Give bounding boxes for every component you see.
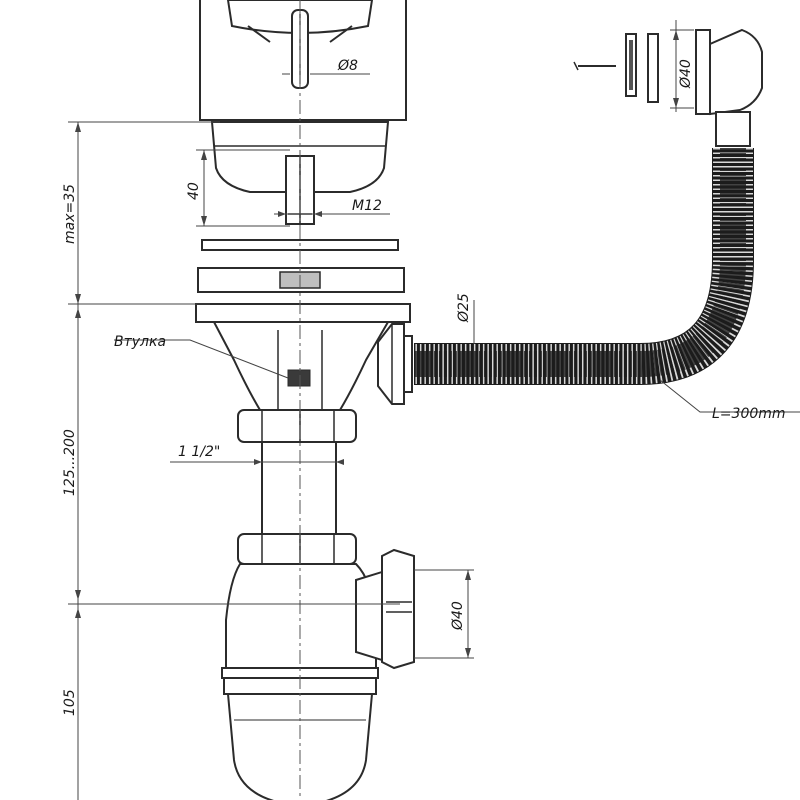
dimension-105 [75, 604, 81, 800]
label-thread: 1 1/2" [178, 444, 220, 460]
label-125-200: 125...200 [62, 429, 78, 496]
corrugated-hose [414, 148, 754, 385]
dimension-side-d40 [414, 569, 474, 659]
vertical-pipe [261, 441, 337, 537]
label-dim-40: 40 [186, 182, 202, 200]
label-l300: L=300mm [712, 406, 786, 422]
bottle-trap [221, 548, 415, 800]
label-d40-side: Ø40 [450, 601, 466, 631]
dimension-thread [170, 459, 344, 465]
label-max35: max=35 [62, 184, 78, 244]
label-m12: M12 [352, 198, 382, 214]
drain-housing [195, 303, 413, 411]
l300-leader [659, 379, 800, 413]
dimension-top-d40 [670, 20, 694, 112]
label-vtulka: Втулка [114, 334, 166, 350]
lower-union-nut [237, 533, 357, 565]
vtulka-leader [114, 339, 289, 379]
label-105: 105 [62, 689, 78, 716]
dimension-max35 [68, 121, 220, 305]
dimension-125-200 [68, 304, 400, 605]
label-d25: Ø25 [456, 293, 472, 323]
sink-basin-section [199, 0, 407, 121]
upper-union-nut [237, 409, 357, 443]
dimension-40 [196, 149, 290, 227]
gasket-stack [197, 239, 405, 293]
label-d8: Ø8 [337, 58, 358, 74]
dimension-m12 [274, 211, 390, 217]
label-d40-top: Ø40 [678, 59, 694, 89]
overflow-outlet [573, 28, 763, 147]
